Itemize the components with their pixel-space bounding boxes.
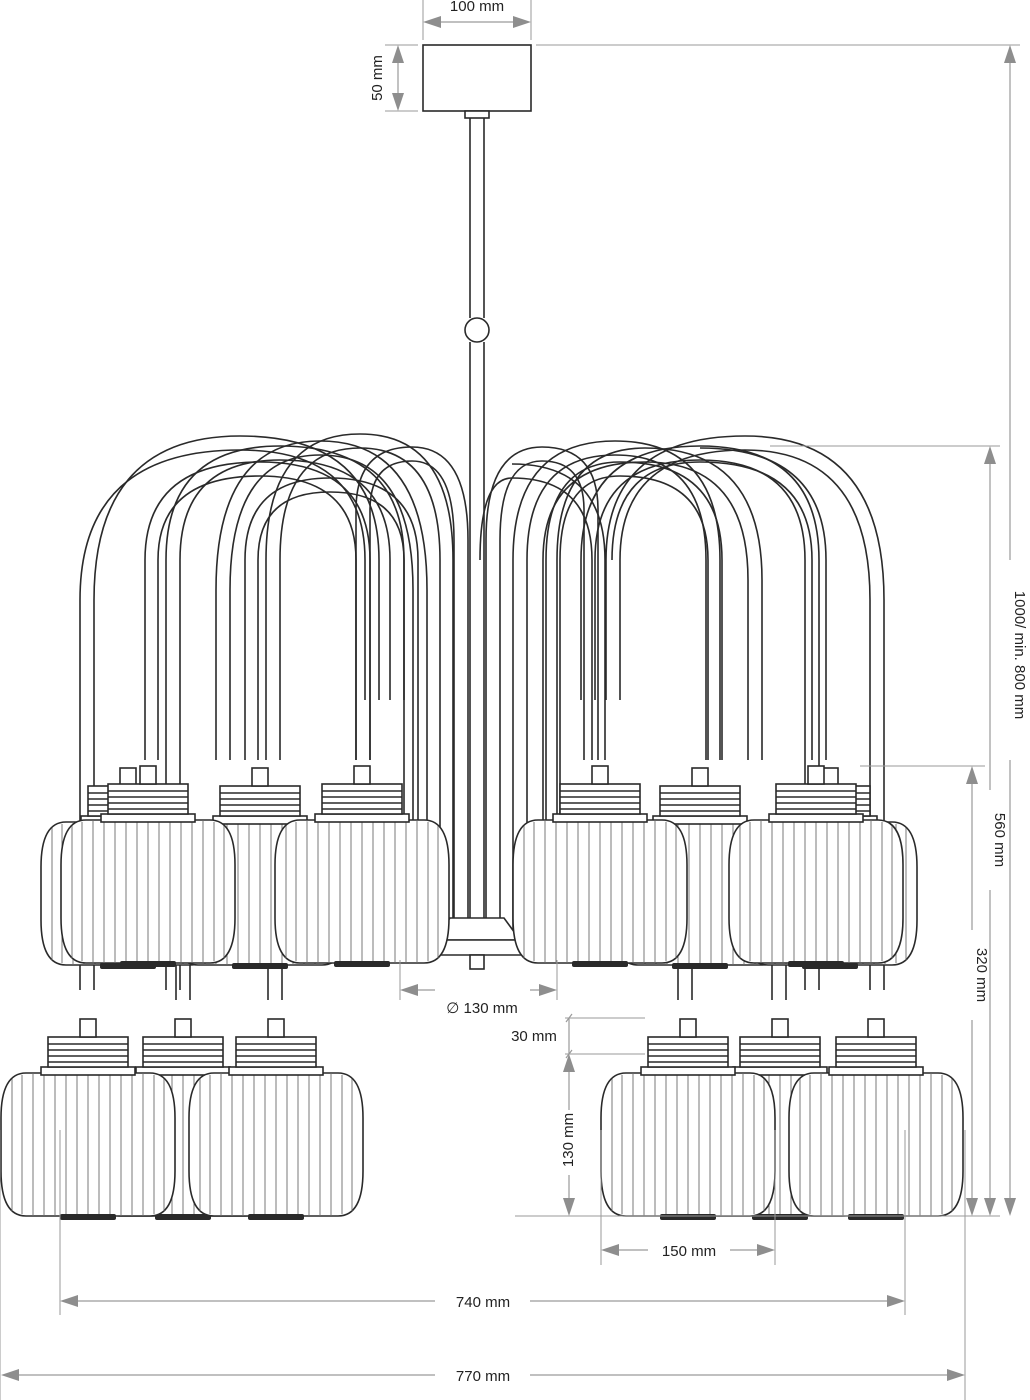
label-740: 740 mm (456, 1294, 510, 1311)
dim-770: 770 mm (0, 1130, 966, 1400)
dim-cap-height: 30 mm (511, 1013, 645, 1059)
stem (464, 118, 490, 925)
arms (79, 433, 885, 1000)
dim-320: 320 mm (860, 765, 990, 1216)
label-total-height: 1000/ min. 800 mm (1011, 591, 1028, 719)
label-320: 320 mm (973, 948, 990, 1002)
dim-hub-diameter: ∅ 130 mm (399, 960, 558, 1017)
dim-canopy-width: 100 mm (422, 0, 532, 40)
lower-shades (0, 1018, 964, 1221)
label-hub-diameter: ∅ 130 mm (446, 1000, 517, 1017)
dim-canopy-height: 50 mm (369, 44, 418, 112)
dim-shade-width: 150 mm (600, 1130, 776, 1265)
dim-total-height: 1000/ min. 800 mm (536, 44, 1028, 1216)
label-cap-height: 30 mm (511, 1028, 557, 1045)
label-canopy-width: 100 mm (450, 0, 504, 15)
label-shade-height: 130 mm (560, 1113, 577, 1167)
label-canopy-height: 50 mm (369, 55, 386, 101)
label-shade-width: 150 mm (662, 1243, 716, 1260)
label-560: 560 mm (991, 813, 1008, 867)
dim-560: 560 mm (770, 445, 1008, 1216)
dim-shade-height: 130 mm (560, 1054, 577, 1216)
canopy (422, 44, 532, 119)
label-770: 770 mm (456, 1368, 510, 1385)
dim-740: 740 mm (59, 1130, 906, 1315)
